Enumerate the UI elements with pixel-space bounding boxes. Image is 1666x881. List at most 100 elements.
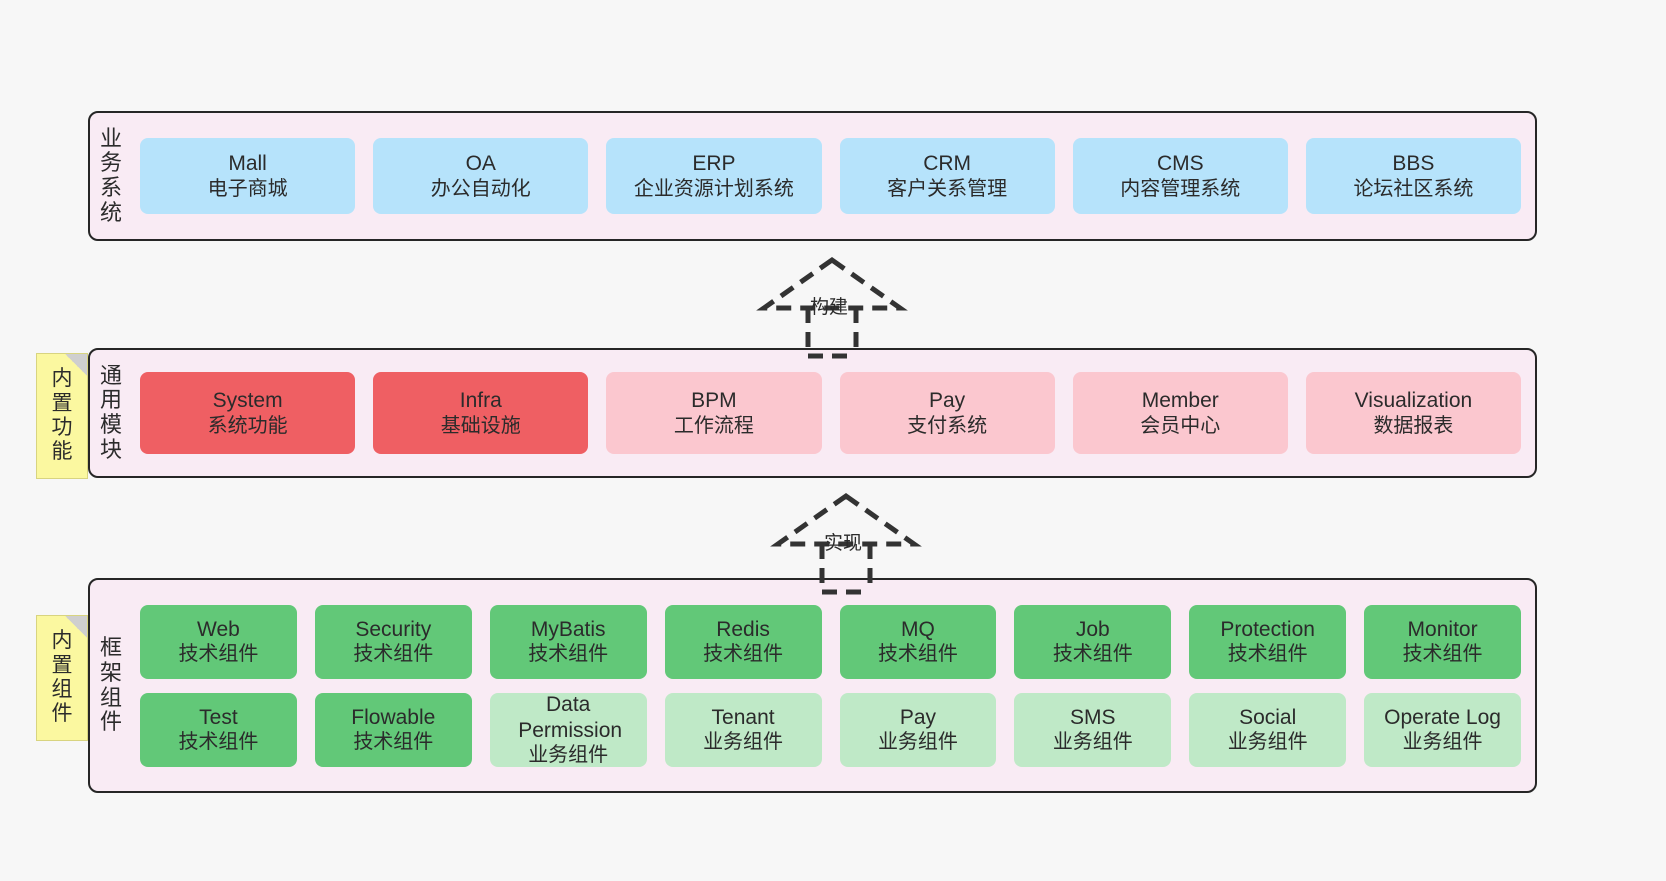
node-security[interactable]: Security 技术组件 xyxy=(314,604,472,679)
node-flowable[interactable]: Flowable 技术组件 xyxy=(314,692,472,767)
node-title-cn: 论坛社区系统 xyxy=(1353,177,1474,200)
node-crm[interactable]: CRM 客户关系管理 xyxy=(839,138,1055,214)
layer-title-common-module: 通 用 模 块 xyxy=(90,350,132,476)
node-row-technical: Web 技术组件 Security 技术组件 MyBatis 技术组件 Redi… xyxy=(140,604,1521,679)
node-title-en: Web xyxy=(197,617,240,641)
node-title-cn: 系统功能 xyxy=(207,414,288,437)
generalization-arrow-icon xyxy=(756,256,908,359)
node-title-cn: 业务组件 xyxy=(703,731,784,754)
node-title-en: Pay xyxy=(929,389,966,413)
node-title-cn: 技术组件 xyxy=(703,643,784,666)
node-title-cn: 技术组件 xyxy=(528,643,609,666)
node-monitor[interactable]: Monitor 技术组件 xyxy=(1364,604,1521,679)
note-char: 置 xyxy=(51,653,73,677)
node-bpm[interactable]: BPM 工作流程 xyxy=(606,372,822,454)
node-title-cn: 技术组件 xyxy=(178,731,259,754)
layer-title-char: 件 xyxy=(99,709,122,735)
node-job[interactable]: Job 技术组件 xyxy=(1014,604,1172,679)
note-char: 件 xyxy=(51,702,73,726)
node-title-cn: 基础设施 xyxy=(440,414,521,437)
node-sms[interactable]: SMS 业务组件 xyxy=(1014,692,1172,767)
layer-title-char: 框 xyxy=(99,635,122,661)
node-title-en: Infra xyxy=(459,389,502,413)
node-pay-component[interactable]: Pay 业务组件 xyxy=(839,692,997,767)
layer-title-char: 模 xyxy=(99,412,122,437)
node-title-cn: 业务组件 xyxy=(1052,731,1133,754)
node-title-en: Pay xyxy=(899,705,937,729)
node-title-cn: 办公自动化 xyxy=(430,177,531,200)
layer-title-char: 业 xyxy=(99,125,122,151)
node-title-cn: 技术组件 xyxy=(1227,643,1308,666)
node-title-en: OA xyxy=(465,152,496,176)
node-title-en: CRM xyxy=(923,152,972,176)
node-title-cn: 客户关系管理 xyxy=(887,177,1008,200)
layer-title-framework-component: 框 架 组 件 xyxy=(90,580,132,791)
node-test[interactable]: Test 技术组件 xyxy=(140,692,297,767)
layer-title-char: 块 xyxy=(99,436,122,462)
note-char: 功 xyxy=(51,416,73,439)
layer-body-common-module: System 系统功能 Infra 基础设施 BPM 工作流程 Pay 支付系统… xyxy=(132,350,1535,476)
node-mall[interactable]: Mall 电子商城 xyxy=(140,138,356,214)
node-title-cn: 会员中心 xyxy=(1140,414,1221,437)
node-bbs[interactable]: BBS 论坛社区系统 xyxy=(1305,138,1522,214)
node-title-en: System xyxy=(212,389,283,413)
note-char: 组 xyxy=(51,678,73,701)
node-title-en: CMS xyxy=(1156,152,1204,176)
node-title-en: BPM xyxy=(691,389,737,413)
node-title-cn: 电子商城 xyxy=(207,177,288,200)
node-pay-module[interactable]: Pay 支付系统 xyxy=(839,372,1055,454)
node-title-cn: 内容管理系统 xyxy=(1120,177,1241,200)
node-title-en: Protection xyxy=(1220,617,1315,641)
layer-title-char: 用 xyxy=(99,387,122,413)
node-erp[interactable]: ERP 企业资源计划系统 xyxy=(606,138,822,214)
node-title-en: Visualization xyxy=(1354,389,1473,413)
layer-title-char: 通 xyxy=(99,362,122,388)
node-title-en: SMS xyxy=(1070,705,1116,729)
node-title-en: Redis xyxy=(716,617,770,641)
node-mq[interactable]: MQ 技术组件 xyxy=(839,604,997,679)
node-data-permission[interactable]: Data Permission 业务组件 xyxy=(489,692,647,767)
node-oa[interactable]: OA 办公自动化 xyxy=(373,138,589,214)
node-system[interactable]: System 系统功能 xyxy=(140,372,356,454)
node-title-en: Job xyxy=(1075,617,1110,641)
node-row: System 系统功能 Infra 基础设施 BPM 工作流程 Pay 支付系统… xyxy=(140,372,1522,454)
node-member[interactable]: Member 会员中心 xyxy=(1072,372,1288,454)
node-title-cn: 技术组件 xyxy=(178,643,259,666)
node-title-en: MQ xyxy=(901,617,935,641)
layer-title-char: 统 xyxy=(99,199,122,225)
node-title-en: Security xyxy=(355,617,432,641)
node-title-en: ERP xyxy=(692,152,736,176)
note-char: 置 xyxy=(51,391,73,415)
node-cms[interactable]: CMS 内容管理系统 xyxy=(1072,138,1288,214)
node-operate-log[interactable]: Operate Log 业务组件 xyxy=(1364,692,1521,767)
note-builtin-function: 内 置 功 能 xyxy=(36,353,88,479)
node-redis[interactable]: Redis 技术组件 xyxy=(664,604,822,679)
layer-title-business-system: 业 务 系 统 xyxy=(90,113,132,239)
node-social[interactable]: Social 业务组件 xyxy=(1189,692,1347,767)
node-title-cn: 技术组件 xyxy=(877,643,958,666)
node-title-en: Social xyxy=(1239,705,1297,729)
node-protection[interactable]: Protection 技术组件 xyxy=(1189,604,1347,679)
node-mybatis[interactable]: MyBatis 技术组件 xyxy=(489,604,647,679)
layer-body-framework-component: Web 技术组件 Security 技术组件 MyBatis 技术组件 Redi… xyxy=(132,580,1535,791)
connector-build-label: 构建 xyxy=(810,297,849,318)
note-char: 能 xyxy=(51,440,73,464)
node-title-cn: 技术组件 xyxy=(1402,643,1483,666)
node-title-cn: 技术组件 xyxy=(1052,643,1133,666)
layer-business-system: 业 务 系 统 Mall 电子商城 OA 办公自动化 ERP 企业资源计划系统 xyxy=(88,111,1537,241)
layer-title-char: 组 xyxy=(99,684,122,710)
node-web[interactable]: Web 技术组件 xyxy=(140,604,297,679)
node-tenant[interactable]: Tenant 业务组件 xyxy=(664,692,822,767)
layer-title-char: 系 xyxy=(99,175,122,200)
node-title-cn: 支付系统 xyxy=(907,414,988,437)
node-title-en: Mall xyxy=(228,152,267,176)
node-title-en: Operate Log xyxy=(1384,705,1501,729)
node-title-en: Member xyxy=(1141,389,1219,413)
node-infra[interactable]: Infra 基础设施 xyxy=(373,372,589,454)
node-title-en: Monitor xyxy=(1407,617,1478,641)
node-title-en: Tenant xyxy=(711,705,775,729)
node-visualization[interactable]: Visualization 数据报表 xyxy=(1305,372,1522,454)
node-title-en: MyBatis xyxy=(530,617,606,641)
layer-body-business-system: Mall 电子商城 OA 办公自动化 ERP 企业资源计划系统 CRM 客户关系… xyxy=(132,113,1535,239)
